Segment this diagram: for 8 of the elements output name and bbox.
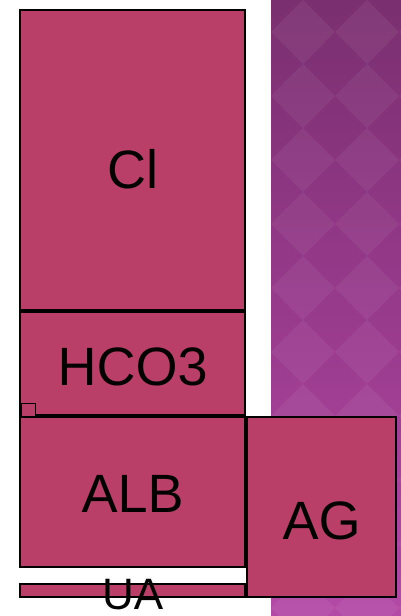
block	[19, 416, 246, 568]
block	[246, 416, 397, 598]
block	[19, 9, 246, 311]
block-label: AG	[282, 494, 361, 548]
block-label: Cl	[107, 143, 158, 197]
block-label: ALB	[81, 467, 184, 521]
block	[19, 311, 246, 416]
block-label: HCO3	[57, 340, 208, 394]
